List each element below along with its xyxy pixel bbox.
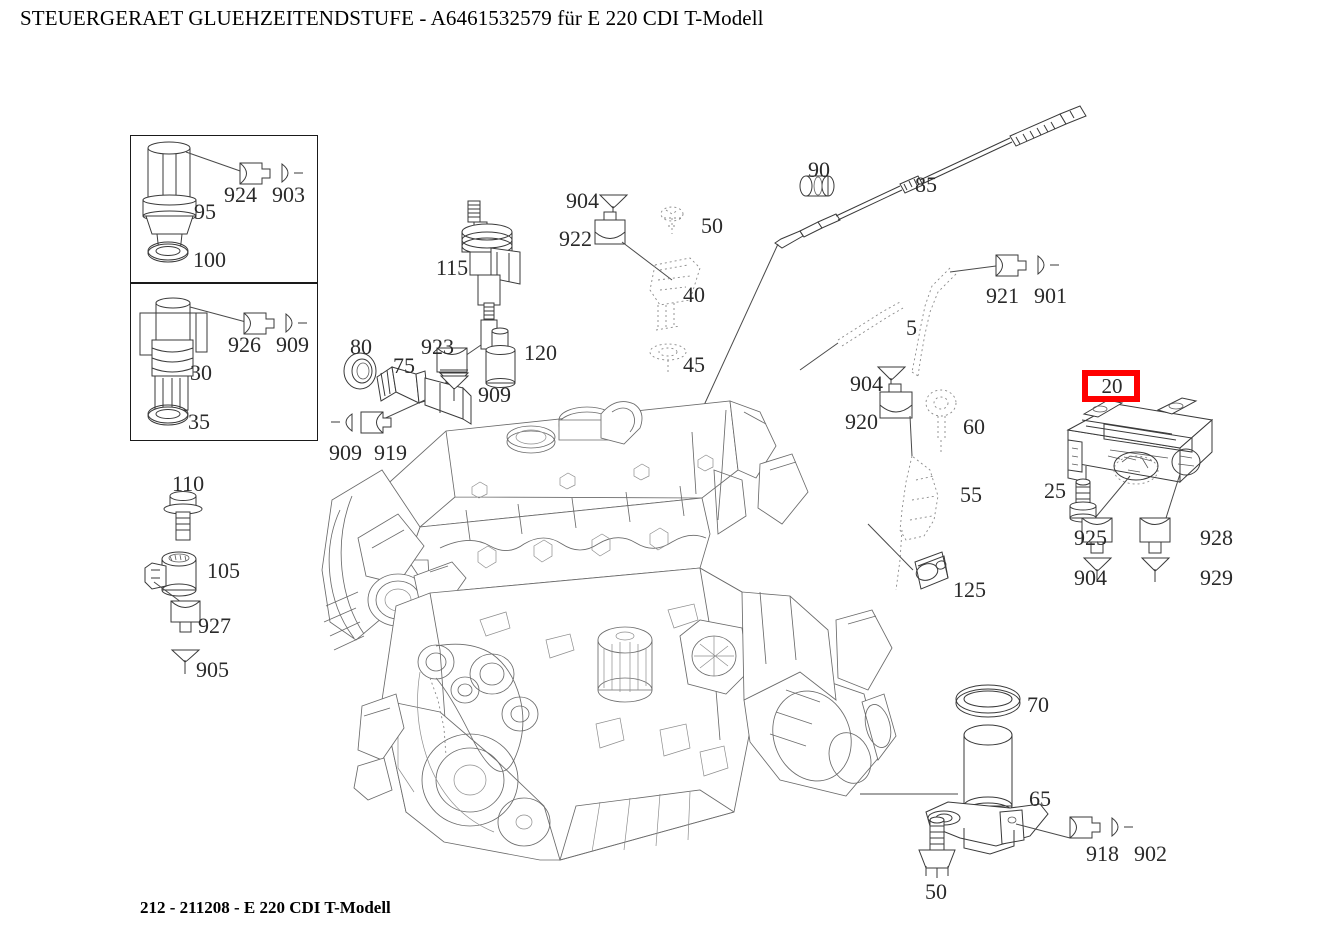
art-bolt-50 — [918, 816, 956, 878]
part-label-904-cu: 904 — [1074, 565, 1107, 590]
art-glow-plug-60 — [925, 389, 957, 452]
art-harness-5 — [799, 301, 904, 371]
art-control-unit-20 — [1066, 397, 1214, 519]
part-label-25: 25 — [1044, 478, 1066, 503]
part-label-35: 35 — [188, 409, 210, 434]
art-bracket-55 — [895, 455, 939, 591]
art-connector-921 — [911, 254, 1059, 377]
part-label-929: 929 — [1200, 565, 1233, 590]
part-label-923: 923 — [421, 334, 454, 359]
part-label-921: 921 — [986, 283, 1019, 308]
part-label-909-inset: 909 — [276, 332, 309, 357]
art-oring-70 — [955, 684, 1021, 718]
part-label-30: 30 — [190, 360, 212, 385]
art-connector-918 — [1069, 816, 1133, 839]
part-label-125: 125 — [953, 577, 986, 602]
art-connector-928 — [1139, 517, 1171, 582]
art-knock-sensor-105 — [144, 551, 201, 674]
art-sleeve-120 — [485, 327, 516, 388]
highlight-box-part-20 — [1082, 370, 1140, 402]
part-label-918: 918 — [1086, 841, 1119, 866]
part-label-925: 925 — [1074, 525, 1107, 550]
part-label-110: 110 — [172, 471, 205, 496]
part-label-75: 75 — [393, 353, 415, 378]
art-connector-920 — [876, 366, 913, 457]
part-label-919: 919 — [374, 440, 407, 465]
part-label-20: 20 — [1101, 374, 1123, 398]
part-label-909-left: 909 — [329, 440, 362, 465]
art-gasket-125 — [867, 523, 949, 590]
part-label-902: 902 — [1134, 841, 1167, 866]
part-label-904-right: 904 — [850, 371, 883, 396]
part-label-903: 903 — [272, 182, 305, 207]
art-bolt-25 — [1069, 478, 1097, 523]
part-label-909-mid: 909 — [478, 382, 511, 407]
art-engine-assembly — [321, 400, 897, 861]
part-label-55: 55 — [960, 482, 982, 507]
part-label-920: 920 — [845, 409, 878, 434]
part-label-45: 45 — [683, 352, 705, 377]
part-label-922: 922 — [559, 226, 592, 251]
part-label-105: 105 — [207, 558, 240, 583]
page-title: STEUERGERAET GLUEHZEITENDSTUFE - A646153… — [20, 6, 764, 30]
part-label-50-glow: 50 — [701, 213, 723, 238]
part-label-85: 85 — [915, 172, 937, 197]
part-label-928: 928 — [1200, 525, 1233, 550]
art-bolt-110 — [163, 491, 203, 541]
part-label-90: 90 — [808, 157, 830, 182]
part-label-100: 100 — [193, 247, 226, 272]
part-label-80: 80 — [350, 334, 372, 359]
art-connector-922 — [594, 194, 673, 281]
part-label-95: 95 — [194, 199, 216, 224]
part-label-50-oil: 50 — [925, 879, 947, 904]
part-label-905: 905 — [196, 657, 229, 682]
part-label-120: 120 — [524, 340, 557, 365]
part-label-927: 927 — [198, 613, 231, 638]
part-label-40: 40 — [683, 282, 705, 307]
inset-box-intake-sensor — [130, 283, 318, 441]
part-label-901: 901 — [1034, 283, 1067, 308]
part-label-70: 70 — [1027, 692, 1049, 717]
part-label-65: 65 — [1029, 786, 1051, 811]
art-injector-115 — [461, 200, 521, 359]
art-sensor-cable-85 — [699, 105, 1087, 415]
part-label-924: 924 — [224, 182, 257, 207]
part-label-926: 926 — [228, 332, 261, 357]
part-label-904-injector: 904 — [566, 188, 599, 213]
part-label-115: 115 — [436, 255, 469, 280]
inset-box-coolant-sensor — [130, 135, 318, 283]
part-label-60: 60 — [963, 414, 985, 439]
part-label-5: 5 — [906, 315, 917, 340]
footer-caption: 212 - 211208 - E 220 CDI T-Modell — [140, 898, 391, 917]
